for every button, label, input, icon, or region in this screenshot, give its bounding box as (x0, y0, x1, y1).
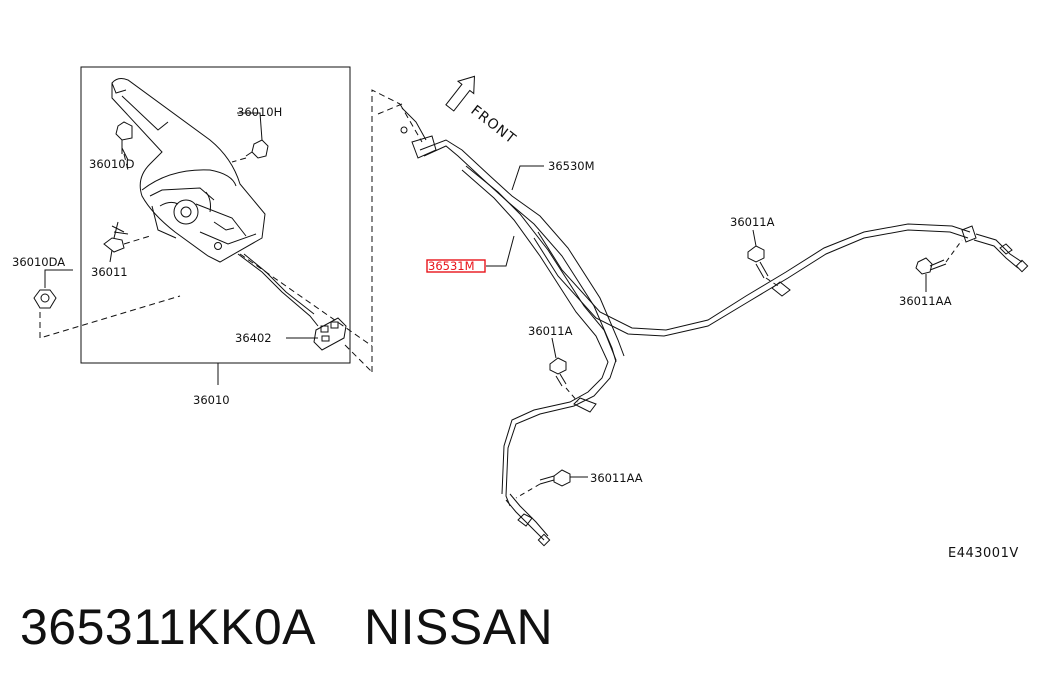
front-label: FRONT (468, 103, 519, 148)
bolt-36010H (245, 139, 269, 159)
callout-36011AA-right: 36011AA (899, 294, 952, 308)
lever-assembly-frame (80, 66, 351, 364)
callout-36011A-lower: 36011A (528, 324, 573, 338)
adjuster-part-36402 (313, 317, 347, 351)
callout-36530M: 36530M (548, 159, 595, 173)
parking-brake-lever (111, 78, 266, 263)
part-caption: 365311KK0A NISSAN (20, 598, 553, 656)
callout-36010DA: 36010DA (12, 255, 65, 269)
front-arrow-icon (445, 75, 475, 112)
nut-36010DA (33, 289, 57, 309)
reference-code: E443001V (948, 546, 1019, 561)
callout-36531M: 36531M (428, 259, 475, 273)
bolt-36011A-upper (747, 245, 769, 279)
clip-36010D (115, 121, 133, 154)
brand-name: NISSAN (364, 599, 554, 655)
callout-36402: 36402 (235, 331, 272, 345)
part-number: 365311KK0A (20, 599, 316, 655)
callout-36011AA-lower: 36011AA (590, 471, 643, 485)
leader-lines (44, 112, 927, 478)
callout-36010D: 36010D (89, 157, 135, 171)
bolt-36011AA-lower (539, 469, 571, 487)
adjuster-rod (237, 253, 319, 327)
callout-36011: 36011 (91, 265, 128, 279)
callout-36010H: 36010H (237, 105, 282, 119)
highlight-box (426, 259, 486, 273)
front-cable-36530M (400, 107, 625, 363)
rear-cable-36531M-left (461, 165, 617, 547)
bolt-36011 (103, 221, 129, 253)
callout-36011A-upper: 36011A (730, 215, 775, 229)
bolt-36011A-lower (549, 357, 567, 387)
install-dash-lines (39, 89, 423, 373)
callout-36010: 36010 (193, 393, 230, 407)
rear-cable-36531M-right (533, 223, 1029, 337)
bolt-36011AA-right (915, 257, 947, 275)
